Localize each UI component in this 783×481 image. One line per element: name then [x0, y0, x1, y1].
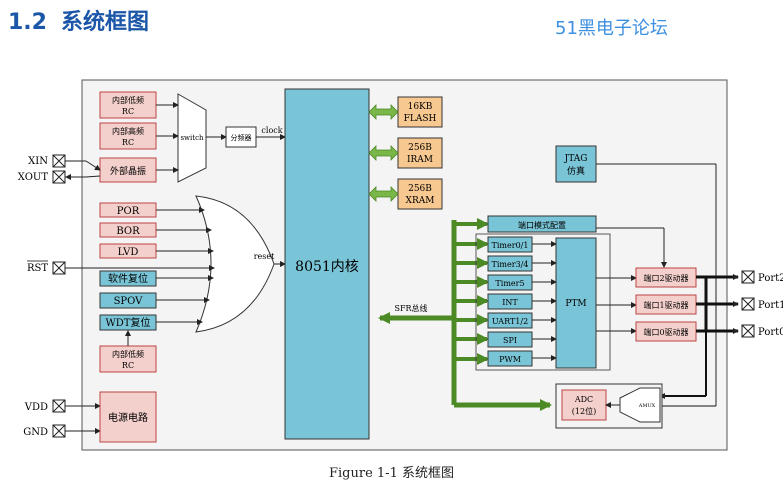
- rst-pin-label: RST: [27, 263, 48, 274]
- internal-low-rc-box: [99, 91, 157, 119]
- spov-label: SPOV: [114, 296, 144, 307]
- peripheral-timer01-label: Timer0/1: [492, 241, 529, 250]
- adc-line2: (12位): [572, 406, 596, 416]
- section-title: 系统框图: [60, 10, 149, 35]
- gnd-pin-label: GND: [23, 427, 48, 438]
- wdt-rc-line2: RC: [122, 361, 134, 370]
- ptm-label: PTM: [565, 299, 586, 309]
- iram-line2: IRAM: [407, 155, 433, 165]
- port2-pin-label: Port2: [758, 273, 783, 284]
- internal-low-rc-line1: 内部低频: [112, 95, 144, 105]
- por-label: POR: [117, 206, 140, 217]
- port-config-box: [487, 215, 597, 233]
- xram-line1: 256B: [408, 184, 432, 194]
- peripheral-int-label: INT: [502, 298, 518, 307]
- clock-switch-label: switch: [180, 134, 204, 142]
- watermark: 51黑电子论坛: [555, 18, 668, 39]
- iram-box: [397, 137, 443, 169]
- port-config-label: 端口模式配置: [518, 220, 566, 230]
- wdt-rc-box: [99, 345, 157, 373]
- internal-high-rc-box: [99, 122, 157, 150]
- ptm-box: [555, 237, 597, 369]
- wdt-reset-label: WDT复位: [106, 316, 151, 329]
- power-circuit-label: 电源电路: [108, 411, 148, 424]
- clock-switch-mux: [177, 93, 207, 183]
- reset-or-gate: [195, 195, 275, 333]
- reset-signal-label: reset: [254, 252, 275, 261]
- peripheral-timer5-label: Timer5: [495, 279, 524, 288]
- peripheral-frame: [475, 233, 611, 371]
- flash-line1: 16KB: [408, 102, 433, 112]
- clock-signal-label: clock: [261, 126, 282, 135]
- core-8051-label: 8051内核: [295, 259, 359, 275]
- sfr-bus-label: SFR总线: [394, 303, 427, 313]
- jtag-line2: 仿真: [567, 165, 585, 177]
- port-output-lines: [659, 274, 739, 407]
- amux-shape: [619, 387, 661, 423]
- section-number: 1.2: [8, 10, 47, 35]
- port1-pin-label: Port1: [758, 300, 783, 311]
- peripheral-uart-label: UART1/2: [492, 317, 528, 326]
- peripheral-to-ptm-arrows: [532, 241, 557, 361]
- internal-high-rc-line2: RC: [122, 138, 134, 147]
- port0-pin-label: Port0: [758, 327, 783, 338]
- vdd-pin-label: VDD: [24, 402, 48, 413]
- clock-divider-label: 分频器: [231, 133, 252, 142]
- core-8051-box: [284, 88, 370, 440]
- port1-driver-label: 端口1驱动器: [643, 300, 688, 310]
- amux-label: AMUX: [638, 403, 656, 409]
- jtag-box: [555, 145, 597, 183]
- port0-driver-label: 端口0驱动器: [643, 327, 688, 337]
- flash-line2: FLASH: [404, 114, 437, 124]
- port2-driver-label: 端口2驱动器: [643, 273, 688, 283]
- peripheral-spi-label: SPI: [503, 336, 517, 345]
- soft-reset-label: 软件复位: [108, 272, 148, 285]
- external-crystal-label: 外部晶振: [110, 165, 146, 177]
- xram-line2: XRAM: [406, 196, 435, 206]
- section-heading: 1.2 系统框图: [8, 4, 149, 36]
- iram-line1: 256B: [408, 143, 432, 153]
- power-circuit-box: [99, 391, 157, 443]
- lvd-label: LVD: [118, 247, 139, 258]
- flash-box: [397, 96, 443, 128]
- external-crystal-box: [99, 157, 157, 183]
- xout-pin-label: XOUT: [18, 172, 49, 183]
- bor-label: BOR: [116, 226, 140, 237]
- adc-box: [561, 389, 607, 421]
- internal-high-rc-line1: 内部高频: [112, 126, 144, 136]
- figure-caption: Figure 1-1 系统框图: [329, 466, 454, 481]
- peripheral-pwm-label: PWM: [499, 355, 521, 364]
- peripheral-timer34-label: Timer3/4: [492, 260, 529, 269]
- peripheral-list: Timer0/1 Timer3/4 Timer5 INT UART1/2 SPI…: [487, 236, 533, 367]
- jtag-line1: JTAG: [564, 154, 588, 164]
- xin-pin-label: XIN: [28, 156, 48, 167]
- wdt-rc-line1: 内部低频: [112, 349, 144, 359]
- memory-bus-arrows: [368, 104, 399, 202]
- adc-line1: ADC: [574, 395, 593, 404]
- sfr-bus: [378, 218, 552, 411]
- internal-low-rc-line2: RC: [122, 107, 134, 116]
